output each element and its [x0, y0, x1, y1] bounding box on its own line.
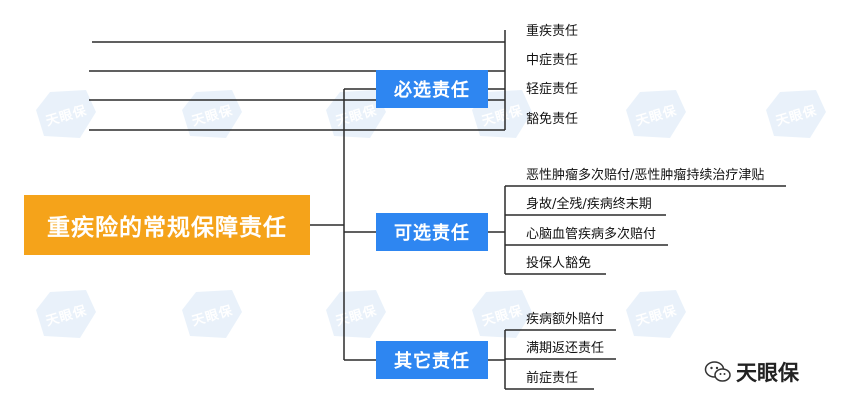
brand-name: 天眼保 — [736, 361, 799, 385]
leaf-item: 前症责任 — [526, 371, 579, 386]
category-other: 其它责任 — [376, 341, 488, 379]
leaf-item: 满期返还责任 — [526, 341, 605, 356]
leaf-item: 重疾责任 — [526, 24, 579, 39]
leaf-item: 豁免责任 — [526, 112, 579, 127]
category-required: 必选责任 — [376, 70, 488, 108]
leaf-item: 投保人豁免 — [526, 256, 592, 271]
category-optional: 可选责任 — [376, 213, 488, 251]
leaf-item: 疾病额外赔付 — [526, 312, 605, 327]
leaf-item: 心脑血管疾病多次赔付 — [526, 227, 657, 242]
wechat-icon — [704, 361, 731, 382]
root-node: 重疾险的常规保障责任 — [24, 195, 310, 255]
leaf-item: 身故/全残/疾病终末期 — [526, 197, 652, 212]
leaf-item: 轻症责任 — [526, 82, 579, 97]
leaf-item: 中症责任 — [526, 53, 579, 68]
brand-mark: 天眼保 — [704, 358, 799, 386]
leaf-item: 恶性肿瘤多次赔付/恶性肿瘤持续治疗津贴 — [526, 168, 765, 183]
